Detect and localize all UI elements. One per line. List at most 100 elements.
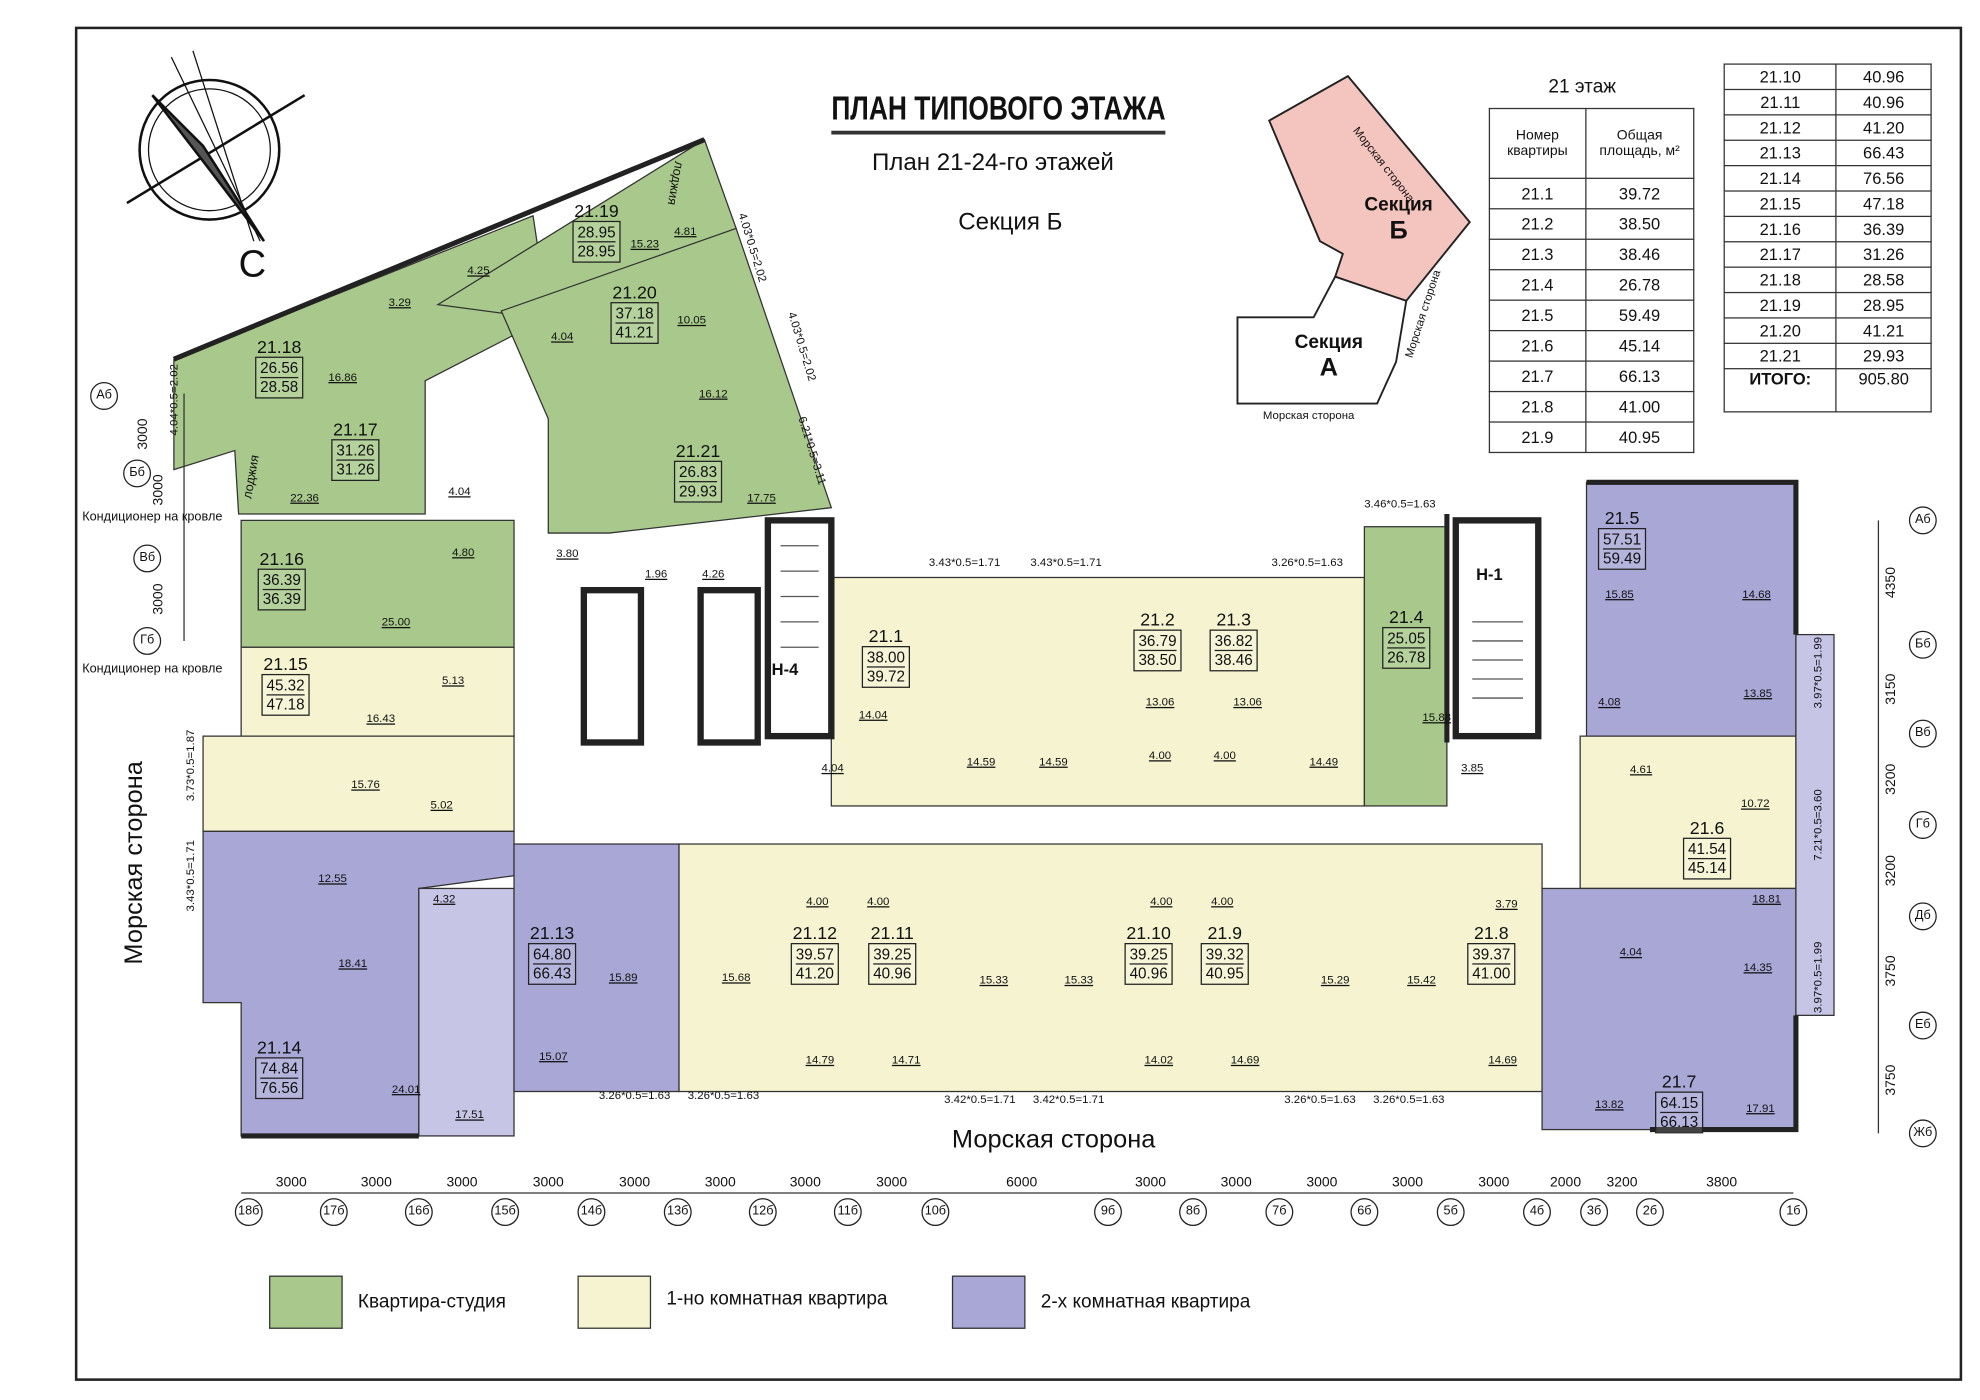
axis-dimension: 3000 <box>1134 1175 1167 1191</box>
room-area-label: 4.80 <box>452 545 475 559</box>
total-area: 31.26 <box>336 460 375 479</box>
living-area: 39.37 <box>1472 945 1511 965</box>
room-area-label: 3.85 <box>1461 761 1484 775</box>
axis-dimension: 4350 <box>1883 567 1899 599</box>
total-area: 26.78 <box>1387 648 1426 667</box>
apartment-number: 21.14 <box>1723 164 1837 192</box>
apartment-number: 21.5 <box>1488 299 1587 332</box>
window-dimension: 3.43*0.5=1.71 <box>1030 555 1102 569</box>
room-area-label: 5.02 <box>430 798 453 812</box>
room-area-label: 17.91 <box>1746 1101 1775 1115</box>
room-area-label: 5.13 <box>441 673 465 687</box>
room-area-label: 15.89 <box>608 970 638 984</box>
total-area: 31.26 <box>1835 241 1932 268</box>
page-title: ПЛАН ТИПОВОГО ЭТАЖА <box>831 89 1166 135</box>
axis-dimension: 3000 <box>1392 1175 1424 1191</box>
axis-marker-bottom: 5б <box>1436 1198 1465 1227</box>
total-area: 41.21 <box>615 323 654 342</box>
window-dimension: 3.42*0.5=1.71 <box>944 1092 1016 1106</box>
axis-marker-bottom: 14б <box>577 1198 606 1227</box>
legend-swatch-two-room <box>951 1275 1026 1329</box>
room-area-label: 10.05 <box>677 313 707 327</box>
room-area-label: 4.04 <box>821 761 844 775</box>
axis-marker-bottom: 12б <box>748 1198 777 1227</box>
axis-dimension: 3000 <box>1306 1175 1338 1191</box>
window-dimension: 3.26*0.5=1.63 <box>1373 1092 1445 1106</box>
axis-marker-bottom: 6б <box>1350 1198 1379 1227</box>
total-area: 28.58 <box>260 378 299 396</box>
window-dimension: 3.43*0.5=1.71 <box>184 840 197 912</box>
living-area: 36.79 <box>1138 632 1177 652</box>
axis-marker-left: Аб <box>90 382 119 410</box>
room-area-label: 15.76 <box>351 778 380 791</box>
total-area: 38.50 <box>1138 651 1177 669</box>
apartment-number: 21.11 <box>870 922 914 944</box>
total-area: 29.93 <box>1835 342 1932 370</box>
room-area-label: 4.00 <box>1148 748 1172 762</box>
axis-marker-bottom: 16б <box>404 1198 433 1227</box>
room-area-label: 4.04 <box>1619 945 1643 959</box>
living-area: 39.25 <box>873 945 912 965</box>
living-area: 26.83 <box>679 463 718 483</box>
total-area: 47.18 <box>266 695 305 714</box>
apartment-number: 21.4 <box>1488 269 1587 301</box>
room-area-label: 14.59 <box>966 755 996 768</box>
total-area: 45.14 <box>1584 329 1695 362</box>
window-dimension: 3.43*0.5=1.71 <box>928 555 1001 569</box>
axis-dimension: 3750 <box>1883 955 1899 987</box>
legend-swatch-one-room <box>577 1275 652 1329</box>
axis-dimension: 3000 <box>1478 1175 1510 1191</box>
window-dimension: 3.26*0.5=1.63 <box>687 1088 760 1102</box>
room-area-label: 3.29 <box>388 295 411 309</box>
apartment-number: 21.8 <box>1474 922 1509 944</box>
total-area: 40.96 <box>1835 88 1932 116</box>
axis-marker-left: Гб <box>133 626 162 655</box>
apartment-number: 21.9 <box>1488 421 1587 454</box>
total-area: 40.96 <box>873 964 912 983</box>
living-area: 41.54 <box>1688 840 1727 860</box>
room-area-label: 14.49 <box>1309 755 1339 768</box>
room-area-label: 15.33 <box>1064 973 1094 987</box>
room-area-label: 15.42 <box>1407 973 1436 987</box>
stairwell-n4 <box>764 517 835 740</box>
room-area-label: 14.69 <box>1488 1053 1518 1067</box>
window-dimension: 3.73*0.5=1.87 <box>184 729 197 802</box>
window-dimension: 4.04*0.5=2.02 <box>167 364 181 436</box>
axis-marker-bottom: 18б <box>234 1198 263 1227</box>
axis-dimension: 3200 <box>1883 763 1899 795</box>
total-area: 26.78 <box>1584 269 1695 301</box>
two-room-area-21-7 <box>1541 887 1797 1131</box>
living-area: 25.05 <box>1387 629 1426 649</box>
total-area: 66.13 <box>1584 360 1695 393</box>
apartment-number: 21.7 <box>1488 360 1587 393</box>
total-area: 39.72 <box>866 667 905 686</box>
legend-label-one-room: 1-но комнатная квартира <box>666 1288 888 1310</box>
room-area-label: 14.02 <box>1144 1053 1174 1067</box>
room-area-label: 13.82 <box>1595 1097 1624 1111</box>
total-area: 29.93 <box>679 482 718 501</box>
ac-on-roof-note: Кондиционер на кровле <box>82 510 223 525</box>
apartment-number: 21.1 <box>868 625 904 647</box>
apartment-number: 21.12 <box>792 922 838 944</box>
compass-icon <box>126 50 306 242</box>
axis-marker-bottom: 7б <box>1265 1198 1294 1227</box>
